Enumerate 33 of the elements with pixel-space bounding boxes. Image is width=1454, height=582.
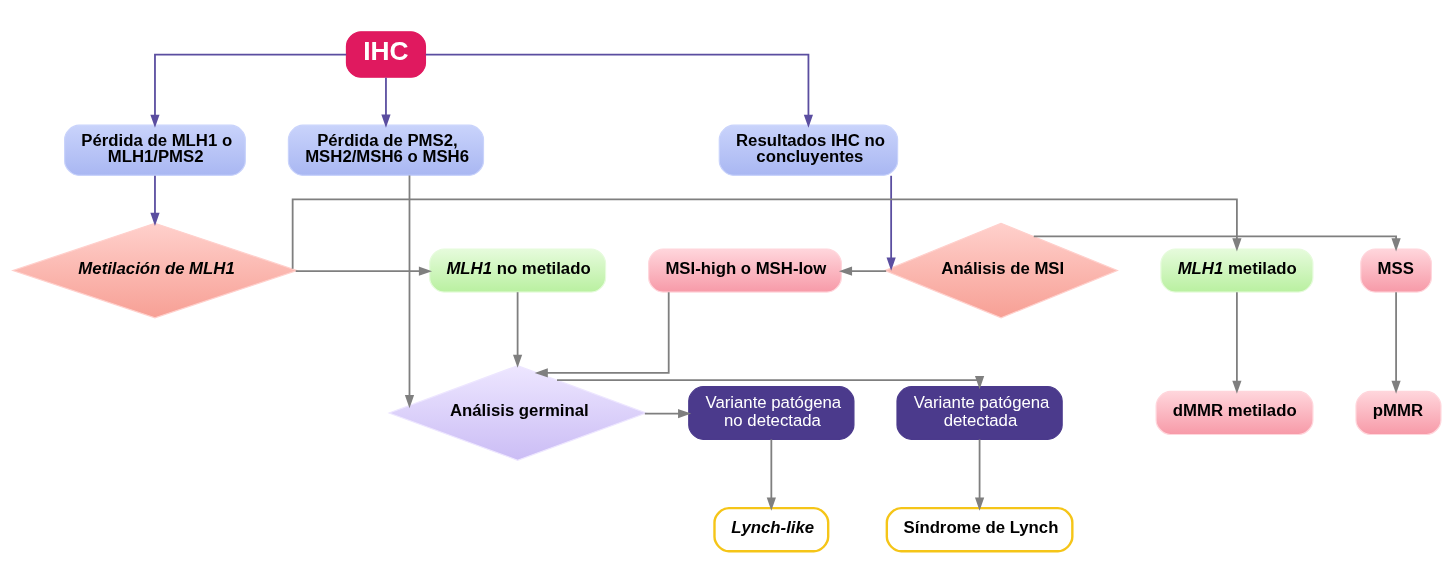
node-box: Variante patógena detectada	[896, 385, 1063, 440]
node-box: Pérdida de PMS2, MSH2/MSH6 o MSH6	[287, 124, 485, 176]
node-box: Lynch-like	[713, 506, 830, 552]
arrow	[513, 290, 523, 368]
arrow	[150, 53, 348, 128]
arrow	[1232, 290, 1242, 394]
node-box: Variante patógena no detectada	[688, 385, 855, 440]
node-diamond: Metilación de MLH1	[11, 222, 299, 318]
arrow	[766, 438, 776, 511]
arrow	[886, 174, 896, 271]
node-box: MLH1 metilado	[1160, 247, 1314, 293]
arrow	[1032, 235, 1401, 251]
arrow	[150, 174, 160, 226]
arrow	[404, 174, 415, 408]
arrow	[974, 438, 985, 511]
arrow	[1391, 290, 1401, 394]
arrow	[556, 375, 985, 389]
node-box: Resultados IHC no concluyentes	[718, 124, 899, 176]
node-box: IHC	[345, 30, 427, 78]
arrow	[381, 76, 391, 128]
node-box: MSS	[1360, 247, 1432, 293]
node-box: Pérdida de MLH1 o MLH1/PMS2	[64, 124, 246, 176]
node-box: MSI-high o MSH-low	[648, 247, 842, 293]
arrow	[838, 266, 888, 276]
arrow	[643, 408, 692, 418]
node-box: MLH1 no metilado	[429, 247, 607, 293]
node-box: Síndrome de Lynch	[885, 506, 1074, 552]
arrow	[534, 290, 670, 377]
arrow	[291, 197, 1242, 270]
node-box: dMMR metilado	[1155, 390, 1314, 435]
arrow	[424, 53, 814, 128]
node-box: pMMR	[1355, 390, 1442, 435]
arrow	[294, 266, 433, 276]
